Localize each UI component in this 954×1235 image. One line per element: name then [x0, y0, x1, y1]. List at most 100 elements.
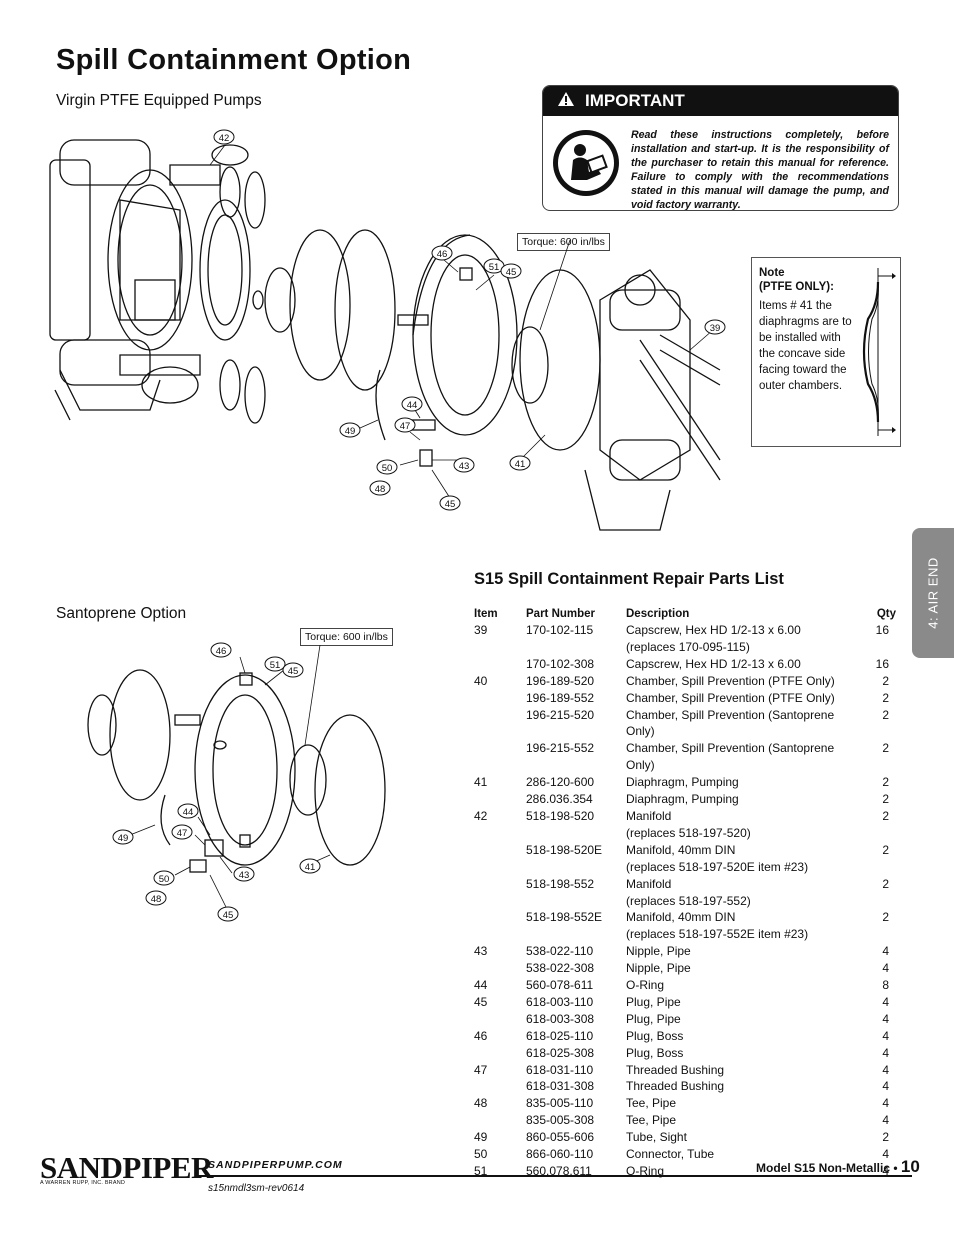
cell-item: 39 — [474, 623, 488, 637]
cell-item — [474, 690, 526, 707]
callout-45b: 45 — [439, 495, 461, 511]
subtitle-santoprene: Santoprene Option — [56, 605, 187, 622]
cell-description: Tee, Pipe — [626, 1113, 677, 1128]
cell-description: Plug, Boss — [626, 1045, 684, 1060]
cell-description: Capscrew, Hex HD 1/2-13 x 6.00 — [626, 623, 801, 637]
table-row: (replaces 518-197-552) — [474, 893, 896, 910]
cell-description: Manifold — [626, 808, 672, 823]
table-row: (replaces 518-197-552E item #23) — [474, 926, 896, 943]
svg-text:45: 45 — [506, 267, 517, 278]
cell-description: Chamber, Spill Prevention (PTFE Only) — [626, 690, 835, 705]
cell-item — [474, 909, 526, 926]
callout-46: 46 — [431, 245, 453, 261]
table-row: 196-189-552 Chamber, Spill Prevention (PT… — [474, 690, 896, 707]
header-part-number: Part Number — [526, 608, 596, 620]
cell-description: (replaces 518-197-552) — [626, 893, 751, 908]
section-tab-label: 4: AIR END — [925, 557, 941, 629]
cell-description: Chamber, Spill Prevention (Santoprene On… — [626, 707, 835, 739]
cell-item: 44 — [474, 978, 488, 993]
callout-50: 50 — [376, 459, 398, 475]
parts-list-body: 39 170-102-115 Capscrew, Hex HD 1/2-13 x 6… — [474, 622, 896, 1180]
cell-item: 41 — [474, 775, 488, 790]
header-item: Item — [474, 608, 498, 620]
cell-qty: 2 — [882, 741, 889, 756]
cell-item — [474, 639, 526, 656]
callout-42: 42 — [213, 129, 235, 145]
table-row: 39 170-102-115 Capscrew, Hex HD 1/2-13 x 6… — [474, 622, 896, 639]
cell-qty: 4 — [882, 1062, 889, 1077]
pump-body-left — [49, 139, 251, 421]
cell-part-number: 618-003-110 — [526, 994, 594, 1009]
callout-39: 39 — [704, 319, 726, 335]
svg-text:51: 51 — [270, 660, 281, 671]
cell-item: 43 — [474, 944, 488, 959]
cell-description: O-Ring — [626, 978, 665, 993]
cell-qty: 4 — [882, 944, 889, 959]
cell-part-number: 835-005-308 — [526, 1113, 595, 1128]
svg-text:41: 41 — [515, 459, 526, 470]
svg-text:41: 41 — [305, 862, 316, 873]
cell-qty: 16 — [875, 656, 889, 671]
ptfe-callouts: 42 46 51 45 39 44 47 49 50 48 43 45 41 — [213, 129, 726, 511]
cell-part-number: 170-102-115 — [526, 623, 594, 637]
cell-description: Threaded Bushing — [626, 1079, 725, 1094]
callout-49: 49 — [339, 422, 361, 438]
cell-item — [474, 1011, 526, 1028]
cell-description: Tee, Pipe — [626, 1096, 677, 1111]
cell-part-number — [526, 859, 626, 876]
cell-qty: 4 — [882, 1028, 889, 1043]
cell-qty: 16 — [875, 623, 889, 637]
footer-model: Model S15 Non-Metallic • 10 — [756, 1157, 920, 1177]
cell-item — [474, 656, 526, 673]
cell-description: (replaces 170-095-115) — [626, 639, 750, 654]
cell-item — [474, 707, 526, 741]
cell-qty — [859, 926, 896, 943]
svg-text:45: 45 — [288, 666, 299, 677]
cell-item — [474, 893, 526, 910]
cell-item — [474, 926, 526, 943]
callout-s-45b: 45 — [217, 906, 239, 922]
svg-text:48: 48 — [375, 484, 386, 495]
cell-part-number: 835-005-110 — [526, 1096, 594, 1111]
document-revision: s15nmdl3sm-rev0614 — [208, 1183, 305, 1194]
parts-list-title: S15 Spill Containment Repair Parts List — [474, 570, 784, 588]
santo-disc — [289, 744, 327, 816]
cell-qty — [859, 893, 896, 910]
page-number: 10 — [900, 1157, 920, 1176]
diaphragm-profile-diagram — [862, 268, 896, 436]
cell-part-number — [526, 639, 626, 656]
cell-qty: 2 — [882, 792, 889, 807]
svg-text:50: 50 — [382, 463, 393, 474]
cell-part-number: 196-189-520 — [526, 673, 595, 688]
cell-qty — [859, 825, 896, 842]
callout-s-46: 46 — [210, 642, 232, 658]
cell-item — [474, 960, 526, 977]
callout-s-44: 44 — [177, 803, 199, 819]
callout-s-41: 41 — [299, 858, 321, 874]
cell-part-number: 538-022-308 — [526, 961, 595, 976]
cell-description: Connector, Tube — [626, 1147, 715, 1162]
cell-description: (replaces 518-197-520E item #23) — [626, 859, 809, 874]
svg-text:45: 45 — [223, 910, 234, 921]
section-tab[interactable]: 4: AIR END — [912, 528, 954, 658]
footer-url[interactable]: SANDPIPERPUMP.COM — [208, 1159, 343, 1171]
cell-description: Nipple, Pipe — [626, 944, 691, 959]
svg-text:46: 46 — [437, 249, 448, 260]
cell-part-number: 196-189-552 — [526, 690, 595, 705]
model-name: Model S15 Non-Metallic • — [756, 1161, 901, 1175]
cell-item: 50 — [474, 1147, 488, 1162]
header-qty: Qty — [876, 608, 896, 620]
cell-item: 45 — [474, 994, 488, 1009]
ptfe-note: Note (PTFE ONLY): Items # 41 the diaphra… — [751, 257, 901, 447]
page-title: Spill Containment Option — [56, 44, 412, 76]
cell-part-number: 560.078.611 — [526, 1164, 592, 1178]
